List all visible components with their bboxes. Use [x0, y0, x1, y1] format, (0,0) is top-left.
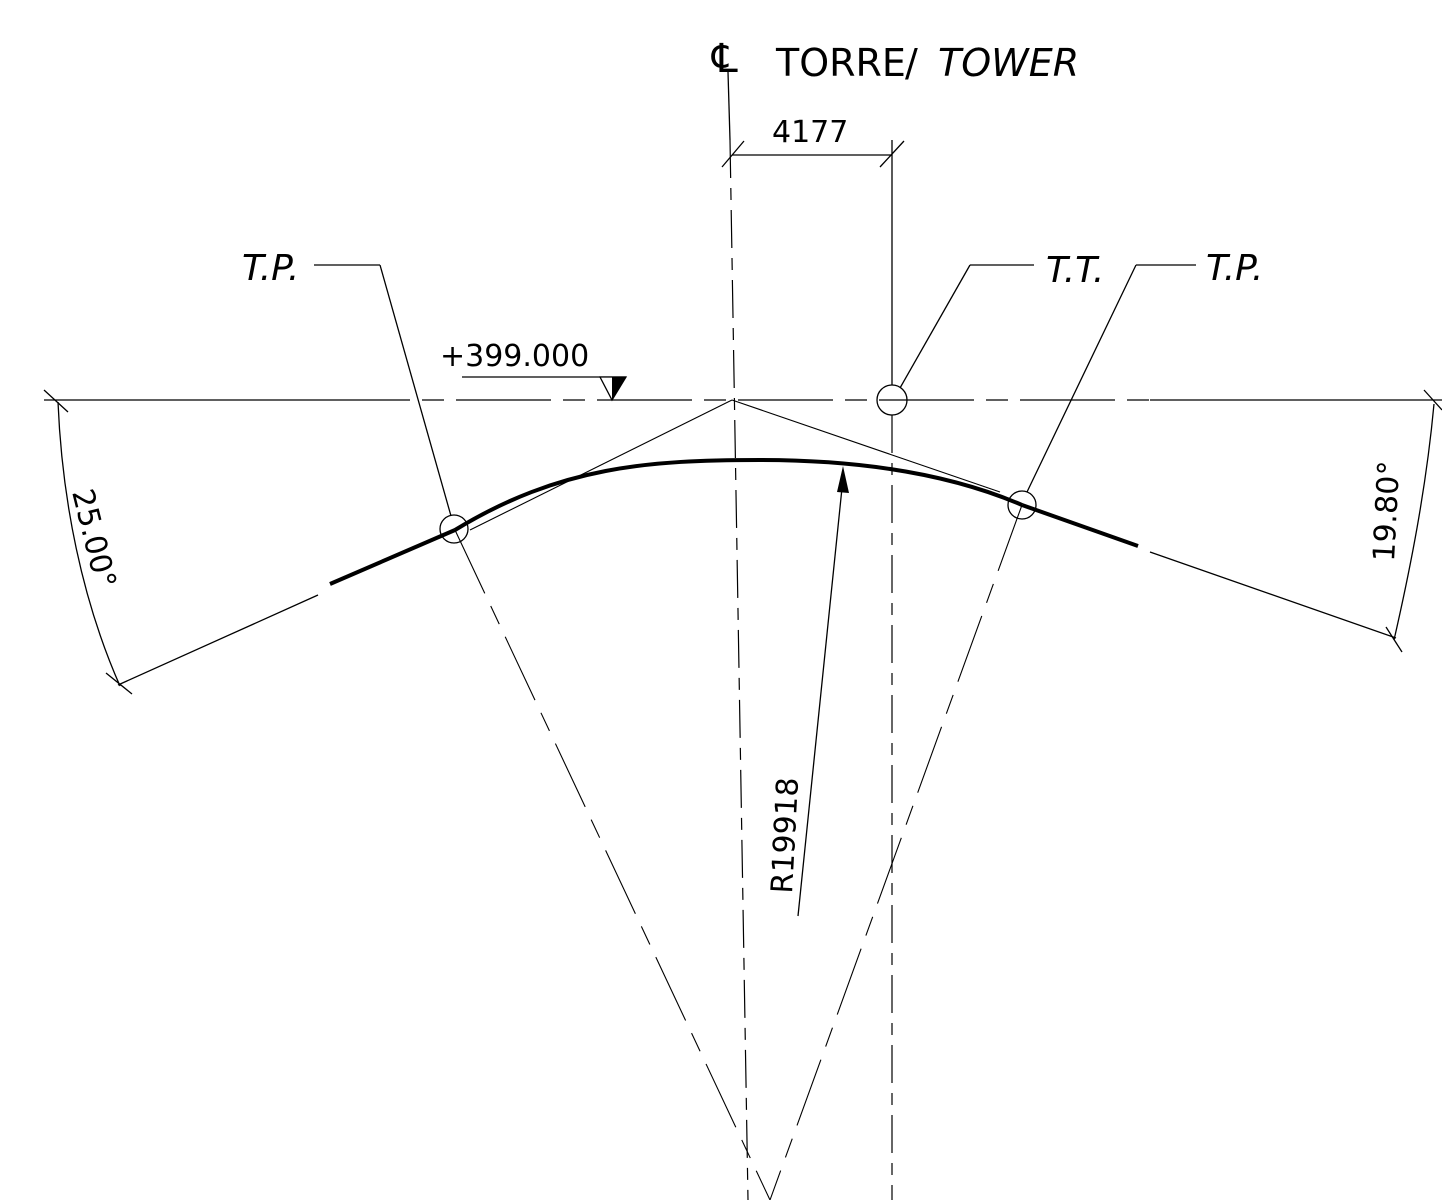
- radius-dimension: R19918: [765, 466, 849, 917]
- tangent-line-left: [469, 399, 733, 531]
- tangent-line-right: [731, 399, 1001, 493]
- radius-arrowhead: [837, 466, 849, 493]
- approach-line-left: [117, 594, 319, 686]
- reference-tick-right: [1423, 389, 1442, 411]
- tt-callout: T.T.: [876, 250, 1104, 416]
- angle-arc-right: [1393, 403, 1435, 641]
- tp-left-label: T.P.: [242, 248, 299, 289]
- reference-tick-left: [43, 389, 69, 413]
- elevation-value: +399.000: [440, 339, 589, 374]
- tt-label: T.T.: [1046, 250, 1104, 291]
- tp-right-leader: [1026, 264, 1137, 493]
- offset-value: 4177: [772, 115, 848, 150]
- offset-tick-left: [721, 140, 745, 168]
- tower-centerline-label: ℄ TORRE / TOWER: [711, 36, 1079, 85]
- tower-title-separator: /: [905, 41, 918, 85]
- offset-dimension: 4177: [721, 115, 905, 168]
- tt-point: [876, 384, 908, 416]
- angle-right-value: 19.80°: [1367, 460, 1407, 563]
- tower-title-en: TOWER: [938, 41, 1079, 85]
- angle-arc-left: [57, 401, 121, 687]
- tp-right-label: T.P.: [1206, 248, 1263, 289]
- tp-left-point: [439, 514, 469, 544]
- elevation-triangle-fill: [612, 377, 626, 400]
- tp-left-leader: [379, 264, 452, 517]
- angle-left-value: 25.00°: [64, 485, 122, 591]
- approach-line-right: [1149, 551, 1397, 639]
- tower-title-es: TORRE: [775, 41, 906, 85]
- radial-line-right: [769, 504, 1023, 1200]
- tower-centerline: [729, 139, 749, 1200]
- tp-left-callout: T.P.: [242, 248, 469, 544]
- radius-value: R19918: [765, 776, 806, 894]
- tt-leader: [899, 264, 971, 389]
- tower-centerline-top: [727, 71, 731, 141]
- elevation-marker: +399.000: [440, 339, 628, 402]
- radial-line-left: [454, 529, 771, 1200]
- approach-heavy-right: [1021, 503, 1139, 548]
- tp-right-callout: T.P.: [1007, 248, 1263, 520]
- approach-heavy-left: [329, 528, 456, 586]
- radius-leader: [797, 487, 843, 917]
- centerline-symbol: ℄: [711, 36, 738, 82]
- tp-right-point: [1007, 490, 1037, 520]
- vertical-curve: [453, 457, 1023, 532]
